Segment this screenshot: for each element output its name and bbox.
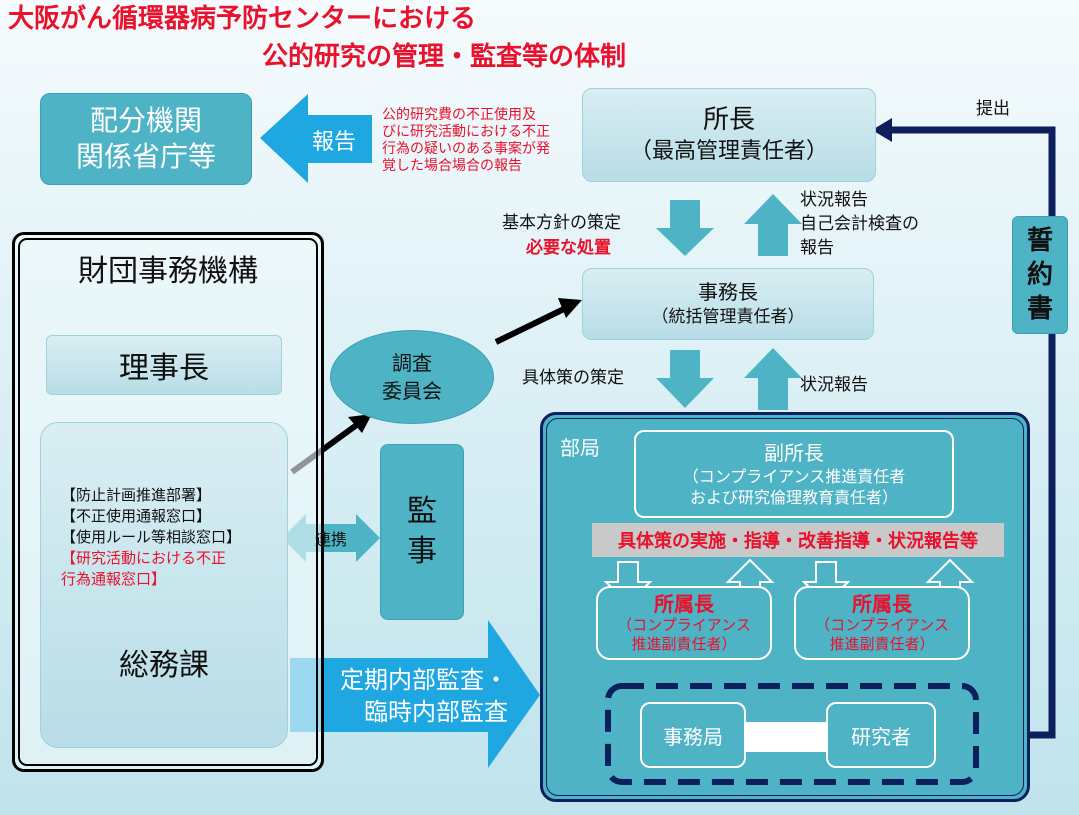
- pledge-box: 誓 約 書: [1012, 216, 1068, 334]
- general-affairs-name: 総務課: [119, 648, 209, 683]
- report-arrow: [260, 94, 372, 183]
- secretary-title: 事務長: [698, 280, 758, 304]
- policy-down-arrow: [656, 200, 714, 256]
- status-up-arrow: [744, 194, 802, 256]
- auditor-box: 監 事: [380, 444, 464, 620]
- status-report-label: 状況報告: [800, 375, 868, 395]
- submit-label: 提出: [976, 99, 1010, 119]
- measures-label: 必要な処置: [526, 238, 611, 258]
- investigation-committee: 調査 委員会: [330, 330, 494, 424]
- director-box: 所長 （最高管理責任者）: [582, 88, 876, 182]
- office-dashed-frame: [605, 683, 979, 785]
- implementation-banner: 具体策の実施・指導・改善指導・状況報告等: [592, 523, 1004, 557]
- concrete-down-arrow: [656, 350, 714, 408]
- office-box: 事務局: [640, 702, 746, 768]
- secretary-general-box: 事務長 （統括管理責任者）: [582, 268, 874, 340]
- internal-audit-label: 定期内部監査・ 臨時内部監査: [340, 666, 508, 726]
- department-label: 部局: [560, 436, 600, 460]
- concrete-policy-label: 具体策の策定: [522, 368, 624, 388]
- to-committee-arrowhead: [348, 414, 372, 433]
- section-head-box-2: 所属長 （コンプライアンス 推進副責任者）: [794, 586, 970, 660]
- foundation-title: 財団事務機構: [78, 254, 258, 289]
- deputy-director-box: 副所長 （コンプライアンス推進責任者 および研究倫理教育責任者）: [634, 430, 954, 518]
- status2-up-arrow: [744, 348, 802, 410]
- general-affairs-box: 【防止計画推進部署】 【不正使用通報窓口】 【使用ルール等相談窓口】 【研究活動…: [40, 422, 288, 748]
- office-researcher-link: [744, 722, 826, 752]
- to-secretary-arrowhead: [558, 298, 582, 318]
- allocation-line2: 関係省庁等: [75, 140, 216, 173]
- secretary-role: （統括管理責任者）: [651, 307, 805, 327]
- director-title: 所長: [702, 105, 755, 135]
- misconduct-note: 公的研究費の不正使用及 びに研究活動における不正 行為の疑いのある事案が発 覚し…: [382, 107, 550, 174]
- internal-audit-arrow: [290, 620, 540, 768]
- page-title-line1: 大阪がん循環器病予防センターにおける: [8, 4, 477, 34]
- policy-label: 基本方針の策定: [502, 213, 621, 233]
- chairman-box: 理事長: [46, 335, 282, 395]
- pledge-arrowhead: [872, 118, 892, 142]
- status-audit-label: 状況報告 自己会計検査の 報告: [800, 190, 919, 258]
- page-title-line2: 公的研究の管理・監査等の体制: [262, 42, 627, 72]
- coordination-label: 連携: [314, 530, 347, 549]
- researcher-box: 研究者: [826, 702, 936, 768]
- allocation-institutions-box: 配分機関 関係省庁等: [40, 93, 252, 185]
- allocation-line1: 配分機関: [89, 104, 202, 137]
- section-head-box-1: 所属長 （コンプライアンス 推進副責任者）: [596, 586, 772, 660]
- director-role: （最高管理責任者）: [629, 139, 828, 164]
- report-arrow-label: 報告: [311, 130, 356, 155]
